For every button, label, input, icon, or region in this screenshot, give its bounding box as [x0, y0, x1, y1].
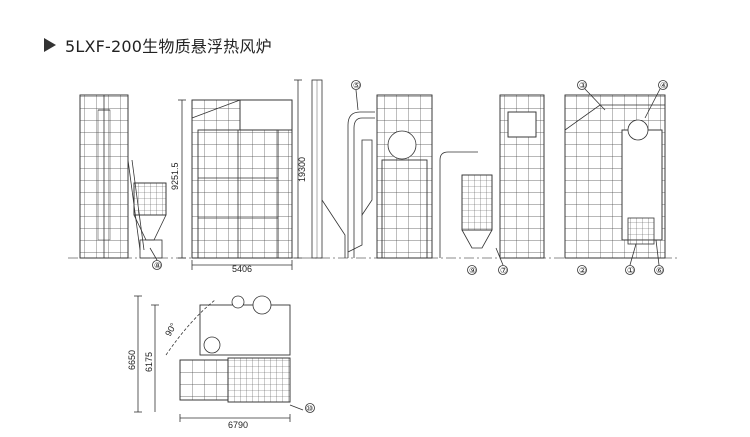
- callout-9-label: ⑨: [469, 266, 476, 275]
- dimension-plan-width-label: 6790: [228, 420, 248, 430]
- view-side-1: ⑧: [79, 94, 167, 270]
- dimension-plan-outer-label: 6650: [127, 350, 137, 370]
- view-plan: 6650 6175 90° ⑩ 6790: [127, 295, 315, 430]
- callout-6: [654, 265, 664, 275]
- callout-2: [577, 265, 587, 275]
- dimension-height: 9251.5: [170, 99, 186, 259]
- callout-3-label: ③: [579, 81, 586, 90]
- callout-3: [577, 80, 587, 90]
- view-chimney: 19300: [294, 79, 346, 259]
- view-side-4: ⑨ ⑦: [439, 94, 545, 275]
- callout-1-label: ①: [627, 266, 634, 275]
- view-furnace-5: ③ ④ ② ① ⑥: [564, 80, 668, 275]
- view-front-2: 5406: [191, 99, 293, 274]
- callout-4: [658, 80, 668, 90]
- dimension-angle-label: 90°: [163, 321, 179, 338]
- page-title: 5LXF-200生物质悬浮热风炉: [65, 37, 272, 56]
- dimension-height-label: 9251.5: [170, 162, 180, 190]
- callout-2-label: ②: [579, 266, 586, 275]
- callout-10: [305, 403, 315, 413]
- callout-4-label: ④: [660, 81, 667, 90]
- callout-7: [498, 265, 508, 275]
- callout-8: [152, 260, 162, 270]
- callout-5: [351, 80, 361, 90]
- callout-10-label: ⑩: [306, 404, 313, 413]
- callout-9: [467, 265, 477, 275]
- callout-6-label: ⑥: [656, 266, 663, 275]
- callout-8-label: ⑧: [154, 261, 161, 270]
- view-side-3: ⑤: [347, 80, 433, 259]
- page-header: 5LXF-200生物质悬浮热风炉: [44, 34, 272, 56]
- callout-5-label: ⑤: [353, 81, 360, 90]
- dimension-tower-label: 19300: [297, 157, 307, 182]
- callout-1: [625, 265, 635, 275]
- callout-7-label: ⑦: [500, 266, 507, 275]
- triangle-arrow-icon: [44, 38, 56, 52]
- dimension-plan-inner-label: 6175: [144, 352, 154, 372]
- dimension-width-label: 5406: [232, 264, 252, 274]
